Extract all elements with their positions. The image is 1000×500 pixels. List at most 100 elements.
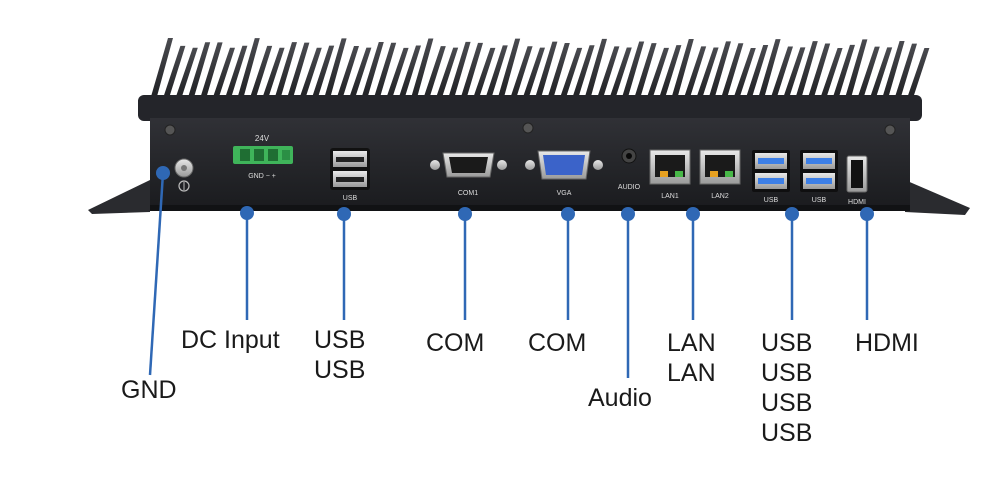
heatsink-fin [336, 46, 359, 100]
heatsink-fin [410, 38, 434, 100]
heatsink-fin [720, 43, 744, 100]
heatsink-fin [670, 39, 694, 100]
panel-text-usb-front: USB [343, 195, 358, 202]
panel-text-vga: VGA [557, 190, 572, 197]
callout-dot-hdmi [860, 207, 874, 221]
heatsink-fin [596, 46, 620, 100]
panel-text-lan1: LAN1 [661, 193, 679, 200]
heatsink-fin [559, 47, 583, 100]
heatsink-fin [757, 39, 781, 100]
heatsink-fin [534, 41, 558, 100]
heatsink-fin [348, 47, 372, 100]
heatsink-fin [819, 47, 843, 100]
heatsink-fin [472, 47, 496, 100]
heatsink-fin [745, 45, 769, 100]
heatsink-fin [770, 46, 793, 100]
heatsink-fin [484, 45, 508, 100]
heatsink-fin [894, 43, 917, 100]
vga-port: VGA [525, 150, 603, 197]
heatsink-fin [435, 47, 459, 100]
heatsink-fin [708, 41, 731, 100]
panel-text-dc-pins: GND − + [248, 173, 276, 180]
callout-label-dc-input: DC Input [181, 326, 280, 354]
heatsink-fin [249, 45, 273, 100]
usb-front-ports: USB [330, 148, 370, 202]
chassis-top [138, 95, 922, 121]
heatsink-fin [646, 47, 669, 100]
panel-text-com1: COM1 [458, 190, 478, 197]
callout-dot-gnd [156, 166, 170, 180]
heatsink-fin [398, 45, 421, 100]
heatsink-fin [385, 47, 409, 100]
heatsink-fin [881, 41, 905, 100]
heatsink-fin [844, 39, 868, 100]
heatsink-fin [794, 41, 818, 100]
callout-label-vga: COM [528, 329, 587, 357]
callout-dot-vga [561, 207, 575, 221]
heatsink-fin [323, 38, 347, 100]
callout-lines [148, 166, 874, 378]
heatsink-fin [782, 47, 806, 100]
heatsink-fin [683, 46, 707, 100]
heatsink-fin [584, 38, 607, 100]
callout-dot-com [458, 207, 472, 221]
heatsink-fin [187, 42, 211, 100]
heatsink-fin [360, 41, 384, 100]
heatsink-fin [199, 42, 223, 100]
heatsink-fin [856, 46, 880, 100]
heatsink-fin [906, 47, 930, 100]
panel-text-lan2: LAN2 [711, 193, 729, 200]
audio-jack: AUDIO [618, 148, 641, 191]
heatsink-fin [695, 47, 719, 100]
dc-input-connector: 24V GND − + [233, 134, 293, 180]
heatsink-fin [311, 45, 335, 100]
heatsink-fins [150, 38, 930, 100]
usb3-ports: USB USB [752, 150, 838, 204]
heatsink-fin [224, 45, 248, 100]
chassis-bottom-edge [150, 205, 910, 211]
heatsink-fin [608, 47, 632, 100]
heatsink-fin [658, 45, 682, 100]
com1-port: COM1 [430, 152, 507, 197]
heatsink-fin [546, 43, 570, 100]
panel-text-usb3-b: USB [812, 197, 827, 204]
lan-ports: LAN1 LAN2 [649, 149, 741, 200]
heatsink-fin [621, 41, 645, 100]
callout-dot-usb [337, 207, 351, 221]
heatsink-fin [522, 47, 545, 100]
heatsink-fin [732, 47, 756, 100]
gnd-terminal [174, 158, 194, 192]
heatsink-fin [497, 38, 521, 100]
heatsink-fin [162, 45, 186, 100]
heatsink-fin [286, 42, 310, 100]
callout-label-gnd: GND [121, 376, 177, 404]
heatsink-fin [447, 41, 471, 100]
heatsink-fin [571, 45, 595, 100]
heatsink-fin [298, 47, 322, 100]
callout-line-gnd [148, 172, 165, 376]
callout-label-usb-front: USB USB [314, 326, 366, 384]
heatsink-fin [274, 42, 297, 100]
right-mounting-bracket [905, 180, 970, 215]
heatsink-fin [236, 38, 260, 100]
panel-screw-icon [164, 124, 176, 136]
callout-label-com: COM [426, 329, 485, 357]
heatsink-fin [460, 42, 483, 100]
heatsink-fin [832, 44, 855, 100]
callout-label-usb3: USB USB USB USB [761, 329, 813, 447]
heatsink-fin [633, 43, 657, 100]
panel-screw-icon [522, 122, 534, 134]
panel-text-hdmi: HDMI [848, 199, 866, 206]
heatsink-fin [174, 47, 198, 100]
panel-text-24v: 24V [255, 134, 270, 143]
hdmi-port: HDMI [846, 155, 868, 206]
heatsink-fin [869, 47, 893, 100]
panel-text-usb3-a: USB [764, 197, 779, 204]
heatsink-fin [261, 47, 285, 100]
heatsink-fin [212, 47, 235, 100]
callout-label-audio: Audio [588, 384, 652, 412]
callout-dot-audio [621, 207, 635, 221]
heatsink-fin [373, 42, 397, 100]
left-mounting-bracket [88, 180, 150, 214]
